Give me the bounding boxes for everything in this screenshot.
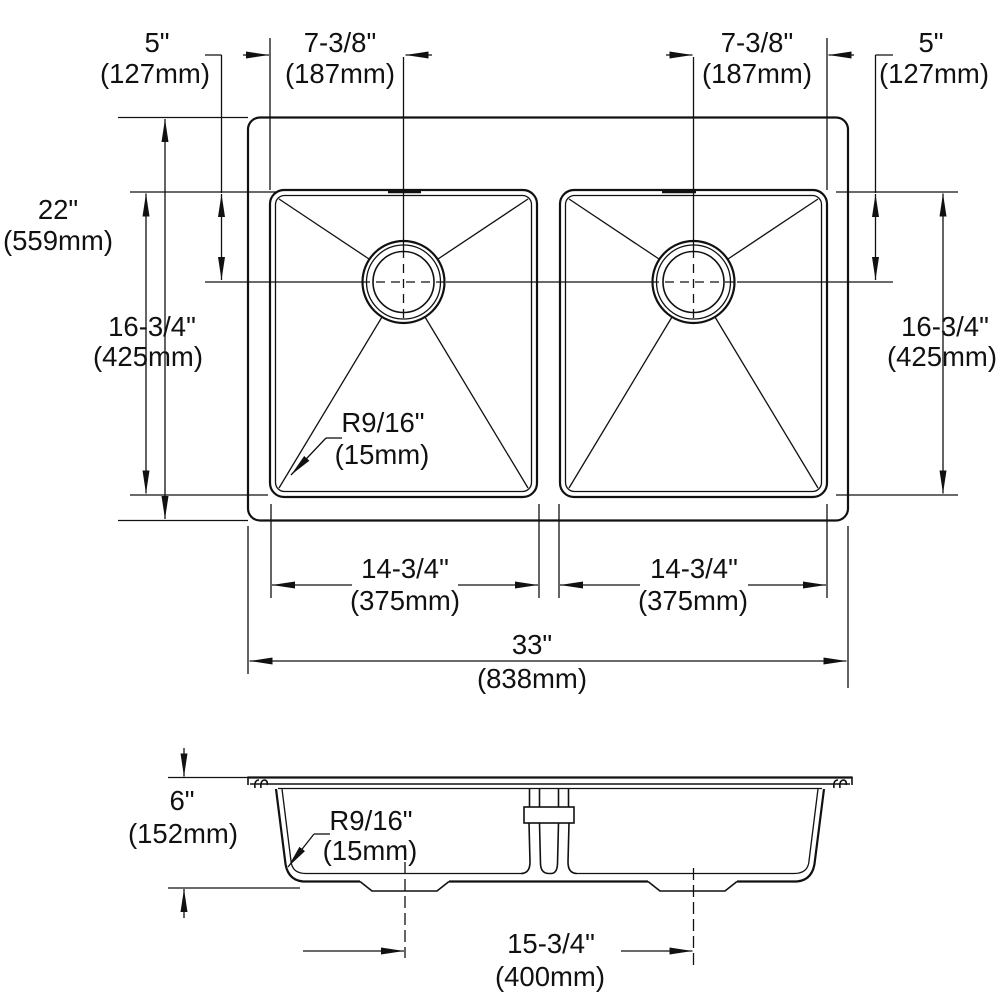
dim-bowl-width-left: 14-3/4" (375mm): [270, 504, 540, 616]
top-view-dimensions: 5" (127mm) 7-3/8" (187mm) 7-3/8" (187mm)…: [3, 27, 997, 694]
side-divider: [520, 789, 578, 875]
divider-collar: [523, 806, 575, 824]
dim-bowl-width-left-inches: 14-3/4": [361, 553, 449, 584]
drain-centerlines: [205, 57, 893, 324]
corner-radius-side-value: R9/16": [329, 805, 412, 836]
top-view: [205, 57, 893, 522]
dim-bowl-ftb-right-inches: 16-3/4": [901, 311, 989, 342]
dim-overall-width-inches: 33": [512, 629, 552, 660]
dim-offset-right-metric: (127mm): [879, 58, 989, 89]
side-rim: [247, 776, 853, 790]
side-wall-left-outer: [274, 788, 360, 883]
bowl-right-slope-lines: [568, 198, 819, 489]
dim-drain-spacing-metric: (400mm): [495, 961, 605, 992]
dim-overall-width: 33" (838mm): [247, 526, 849, 694]
dim-offset-right-inches: 5": [918, 27, 943, 58]
drain-recess-right: [647, 880, 738, 892]
dim-overall-front-to-back: 22" (559mm): [3, 116, 248, 522]
bowl-left-slope-lines: [278, 198, 529, 489]
side-wall-right-inner: [577, 788, 819, 875]
dim-bowl-width-left-metric: (375mm): [350, 585, 460, 616]
dim-drain-left-metric: (187mm): [285, 58, 395, 89]
dim-depth-inches: 6": [169, 785, 194, 816]
side-view-dimensions: 6" (152mm) R9/16" (15mm) 15-3/4" (400mm): [128, 748, 695, 992]
dim-drain-right-metric: (187mm): [702, 58, 812, 89]
dim-drain-spacing: 15-3/4" (400mm): [303, 845, 695, 992]
dim-depth-metric: (152mm): [128, 818, 238, 849]
dim-drain-spacing-inches: 15-3/4": [507, 928, 595, 959]
dim-bowl-ftb-left-metric: (425mm): [93, 341, 203, 372]
dim-bowl-front-to-back-right: 16-3/4" (425mm): [836, 193, 997, 496]
corner-radius-top-value: R9/16": [341, 407, 424, 438]
dim-drain-right: 7-3/8" (187mm): [666, 27, 854, 190]
dim-offset-left-metric: (127mm): [100, 58, 210, 89]
dim-drain-right-inches: 7-3/8": [721, 27, 793, 58]
dim-overall-width-metric: (838mm): [477, 663, 587, 694]
dim-depth: 6" (152mm): [128, 748, 300, 918]
dim-bowl-width-right-metric: (375mm): [638, 585, 748, 616]
corner-radius-side-metric: (15mm): [323, 835, 418, 866]
divider-leg-left: [520, 822, 551, 875]
sink-outline: [246, 116, 850, 522]
dim-offset-left: 5" (127mm): [100, 27, 277, 280]
mounting-clip-right: [833, 779, 848, 789]
leader-corner-radius-top: R9/16" (15mm): [290, 407, 430, 476]
dim-bowl-front-to-back-left: 16-3/4" (425mm): [93, 193, 268, 496]
dim-bowl-ftb-right-metric: (425mm): [887, 341, 997, 372]
side-shell: [274, 788, 826, 892]
dim-bowl-width-right: 14-3/4" (375mm): [558, 504, 828, 616]
dim-offset-right: 5" (127mm): [836, 27, 989, 280]
corner-radius-top-metric: (15mm): [335, 439, 430, 470]
dim-overall-ftb-inches: 22": [38, 194, 78, 225]
side-wall-right-outer: [796, 788, 826, 883]
dim-bowl-width-right-inches: 14-3/4": [650, 553, 738, 584]
dim-overall-ftb-metric: (559mm): [3, 225, 113, 256]
leader-corner-radius-side: R9/16" (15mm): [287, 805, 418, 868]
divider-leg-right: [550, 822, 578, 875]
dim-bowl-ftb-left-inches: 16-3/4": [108, 311, 196, 342]
dim-drain-left-inches: 7-3/8": [304, 27, 376, 58]
dim-offset-left-inches: 5": [144, 27, 169, 58]
mounting-clip-left: [254, 779, 269, 789]
side-view: [247, 776, 853, 892]
dim-drain-left: 7-3/8" (187mm): [243, 27, 432, 190]
